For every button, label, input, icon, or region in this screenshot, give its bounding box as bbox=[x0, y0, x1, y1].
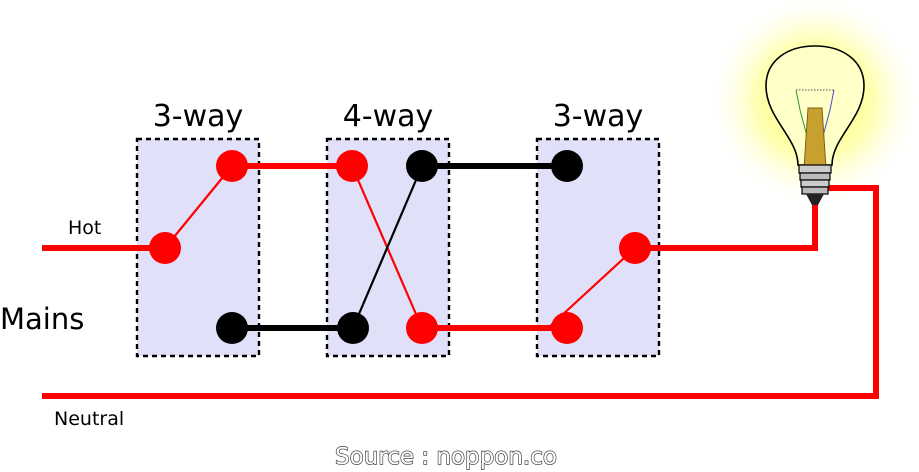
terminal-left-top bbox=[216, 150, 248, 182]
light-bulb-icon bbox=[765, 45, 865, 205]
source-watermark: Source : noppon.co bbox=[335, 444, 557, 470]
terminal-right-common bbox=[619, 232, 651, 264]
terminal-middle-top-right bbox=[406, 150, 438, 182]
switch-title-left: 3-way bbox=[153, 99, 244, 134]
terminal-middle-bottom-left bbox=[337, 312, 369, 344]
terminal-right-top bbox=[551, 150, 583, 182]
terminal-middle-top-left bbox=[336, 150, 368, 182]
middle-switch-cross-black bbox=[351, 165, 424, 329]
neutral-label: Neutral bbox=[54, 408, 124, 430]
terminal-right-bottom bbox=[551, 312, 583, 344]
mains-label: Mains bbox=[0, 302, 84, 336]
switch-title-middle: 4-way bbox=[343, 99, 434, 134]
terminal-left-bottom bbox=[216, 312, 248, 344]
switch-title-right: 3-way bbox=[553, 99, 644, 134]
terminal-left-common bbox=[149, 232, 181, 264]
neutral-wire bbox=[42, 185, 879, 399]
hot-label: Hot bbox=[68, 217, 101, 239]
left-switch-lever bbox=[164, 165, 233, 249]
terminal-middle-bottom-right bbox=[406, 312, 438, 344]
switched-hot-to-bulb-wire bbox=[635, 195, 818, 251]
